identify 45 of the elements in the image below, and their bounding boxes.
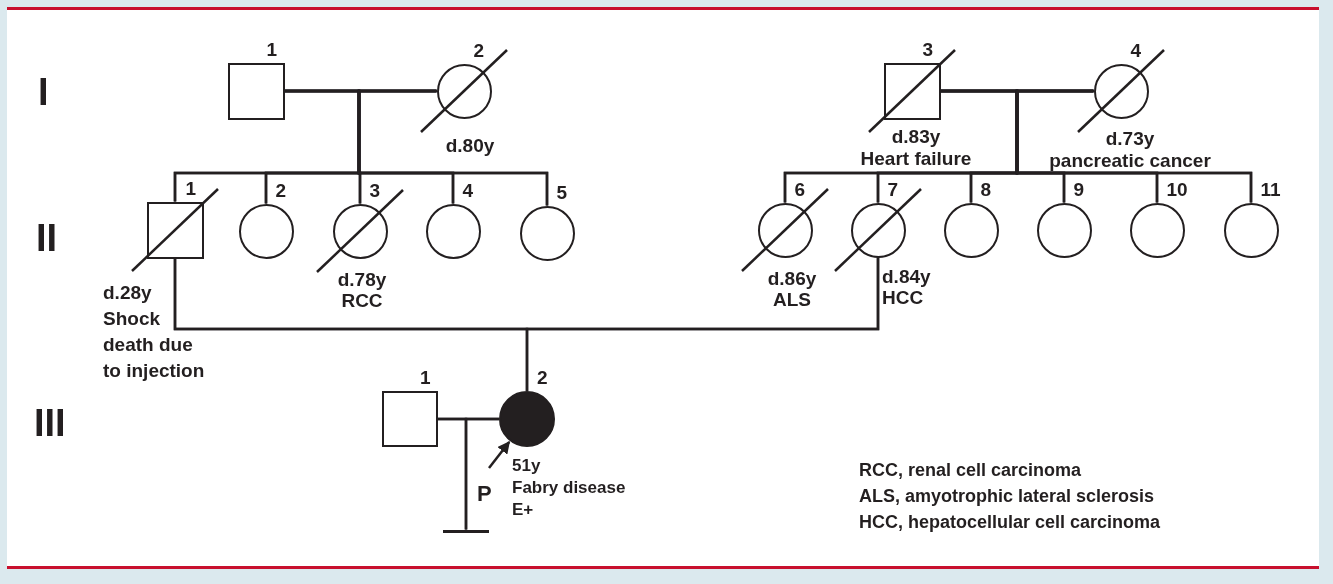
pedigree-line — [1015, 89, 1253, 203]
individual-number: 1 — [185, 177, 197, 200]
annotation-text: d.86y — [766, 268, 818, 289]
annotation-text: d.83y — [890, 126, 942, 148]
annotation-text: Heart failure — [859, 148, 973, 170]
individual-number: 6 — [794, 178, 806, 201]
annotation-text: P — [477, 483, 493, 505]
individual-number: 5 — [556, 181, 568, 204]
annotation-text: d.73y — [1104, 128, 1156, 150]
abbreviation-note: ALS, amyotrophic lateral sclerosis — [859, 487, 1155, 505]
abbreviation-note: HCC, hepatocellular cell carcinoma — [859, 513, 1161, 531]
individual-number: 1 — [420, 367, 431, 389]
pedigree-line — [525, 257, 880, 391]
individual-number: 7 — [887, 178, 899, 201]
annotation-text: pancreatic cancer — [1048, 150, 1212, 172]
pedigree-line — [464, 417, 499, 531]
annotation-text: d.84y — [882, 266, 932, 287]
generation-label: I — [38, 73, 49, 111]
individual-number: 9 — [1073, 178, 1085, 201]
generation-label: II — [36, 219, 58, 257]
annotation-text: 51y — [512, 455, 542, 477]
annotation-text: d.78y — [336, 269, 388, 290]
individual-number: 1 — [266, 38, 278, 61]
proband-arrow — [488, 440, 511, 469]
annotation-text: E+ — [512, 499, 535, 521]
individual-number: 8 — [980, 178, 992, 201]
annotation-text: d.80y — [444, 135, 496, 157]
pedigree-line — [357, 89, 549, 206]
individual-number: 4 — [1130, 39, 1142, 62]
individual-number: 10 — [1166, 178, 1188, 201]
annotation-text: HCC — [882, 287, 925, 308]
individual-number: 2 — [473, 39, 485, 62]
individual-number: 2 — [275, 179, 287, 202]
abbreviation-note: RCC, renal cell carcinoma — [859, 461, 1082, 479]
individual-number: 11 — [1260, 178, 1281, 201]
individual-number: 3 — [369, 179, 381, 202]
generation-label: III — [34, 404, 66, 442]
annotation-text: ALS — [772, 289, 812, 310]
annotation-text: RCC — [340, 290, 384, 311]
annotation-text: d.28y — [103, 281, 153, 305]
individual-number: 4 — [462, 179, 474, 202]
annotation-text: Shock death due to injection — [103, 307, 206, 383]
individual-number: 3 — [922, 38, 934, 61]
annotation-text: Fabry disease — [512, 477, 627, 499]
individual-number: 2 — [537, 367, 548, 389]
